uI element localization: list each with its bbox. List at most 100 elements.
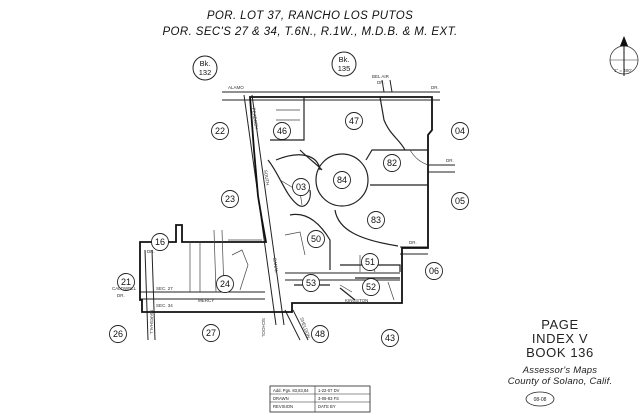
parcel-number: 43 xyxy=(385,333,395,343)
road-edge xyxy=(292,309,309,341)
parcel-circle xyxy=(221,190,239,208)
parcel-circle xyxy=(361,253,379,271)
street-label: DR. xyxy=(117,293,125,298)
street-label: ALAMO xyxy=(228,85,244,90)
street-label: BEL AIR xyxy=(372,74,390,79)
parcel-number: 84 xyxy=(337,175,347,185)
street-label: DR. xyxy=(377,80,385,85)
parcel-circle xyxy=(383,154,401,172)
parcel-number: 52 xyxy=(366,282,376,292)
road-edge xyxy=(284,309,301,341)
street-label: SCHOOL xyxy=(261,318,266,338)
revision-table: Add. Pgs. 83,83,84 1-22-07 DV DRAWN 3-05… xyxy=(269,385,371,413)
parcel-number: 26 xyxy=(113,329,123,339)
revision-cell: REVISION xyxy=(273,404,293,409)
street-label: PEABODY xyxy=(251,107,259,129)
parcel-number: 53 xyxy=(306,278,316,288)
street-label: SEC. 27 xyxy=(156,286,173,291)
road-edge xyxy=(251,94,285,326)
index-label: INDEX V xyxy=(531,331,589,346)
parcel-number: 24 xyxy=(220,279,230,289)
lot-line xyxy=(284,231,306,256)
parcel-number: 16 xyxy=(155,237,165,247)
parcel-number: 21 xyxy=(121,277,131,287)
parcel-circle xyxy=(451,122,469,140)
adjacent-book-number: 132 xyxy=(199,68,212,77)
parcel-circle xyxy=(333,171,351,189)
map-scale: 1" = 400' xyxy=(614,68,632,73)
parcel-circle xyxy=(211,122,229,140)
parcel-line xyxy=(379,96,406,151)
parcel-line xyxy=(289,213,331,270)
parcel-circle xyxy=(367,211,385,229)
road-edge xyxy=(381,79,385,93)
parcel-circle xyxy=(151,233,169,251)
road-edge xyxy=(389,79,393,93)
north-arrow-icon xyxy=(609,36,639,76)
parcel-circle xyxy=(109,325,127,343)
street-label: DR. xyxy=(409,240,417,245)
lot-line xyxy=(387,281,395,301)
map-title-line-2: POR. SEC'S 27 & 34, T.6N., R.1W., M.D.B.… xyxy=(162,26,458,38)
street-label: CANAL xyxy=(272,257,279,273)
county-label: County of Solano, Calif. xyxy=(507,376,613,387)
road-edge xyxy=(151,249,156,341)
lot-line xyxy=(213,229,217,293)
book-label: BOOK 136 xyxy=(526,345,594,360)
parcel-line xyxy=(334,209,399,247)
street-label: SEC. 34 xyxy=(156,303,173,308)
street-label: CALDWELL xyxy=(112,286,137,291)
page-code: 08-08 xyxy=(534,397,547,403)
parcel-circle xyxy=(311,325,329,343)
parcel-circle xyxy=(273,122,291,140)
parcel-number: 03 xyxy=(296,182,306,192)
page-label: PAGE xyxy=(541,317,579,332)
parcel-circle xyxy=(302,274,320,292)
parcel-number: 23 xyxy=(225,194,235,204)
parcel-number: 04 xyxy=(455,126,465,136)
parcel-number: 50 xyxy=(311,234,321,244)
parcel-line xyxy=(299,149,323,171)
parcel-circle xyxy=(117,273,135,291)
parcel-number: 48 xyxy=(315,329,325,339)
street-label: DR. xyxy=(147,249,155,254)
inside-parcels: 46 47 03 82 84 83 50 51 53 52 xyxy=(273,112,401,296)
street-label: DR. xyxy=(446,158,454,163)
street-label: MARSHALL xyxy=(149,310,154,335)
revision-cell: Add. Pgs. 83,83,84 xyxy=(273,388,309,393)
adjacent-book-132: Bk. 132 xyxy=(192,55,218,81)
street-label: DR. xyxy=(431,85,439,90)
parcel-number: 46 xyxy=(277,126,287,136)
page-code-badge: 08-08 xyxy=(525,391,555,407)
parcel-line xyxy=(267,159,311,207)
parcel-number: 51 xyxy=(365,257,375,267)
parcel-number: 83 xyxy=(371,215,381,225)
map-title-line-1: POR. LOT 37, RANCHO LOS PUTOS xyxy=(206,10,414,22)
parcel-circle xyxy=(362,278,380,296)
adjacent-book-number: 135 xyxy=(338,64,351,73)
lot-line xyxy=(339,284,353,293)
street-label: SOUTH xyxy=(263,169,270,185)
lot-line xyxy=(231,249,249,291)
parcel-line xyxy=(365,149,428,161)
revision-cell: 1-22-07 DV xyxy=(318,388,340,393)
parcel-number: 06 xyxy=(429,266,439,276)
parcel-number: 82 xyxy=(387,158,397,168)
parcel-circle xyxy=(451,192,469,210)
parcel-line xyxy=(339,287,356,301)
adjacent-book-label: Bk. xyxy=(339,55,350,64)
road-edge xyxy=(144,249,149,341)
parcel-circle xyxy=(381,329,399,347)
parcel-circle xyxy=(307,230,325,248)
revision-cell: DRAWN xyxy=(273,396,289,401)
cul-de-sac xyxy=(315,153,369,207)
street-label: SHELDON xyxy=(299,317,311,339)
adjacent-book-label: Bk. xyxy=(200,59,211,68)
parcel-number: 47 xyxy=(349,116,359,126)
assessor-label: Assessor's Maps xyxy=(522,365,598,376)
lot-line xyxy=(409,149,429,166)
parcel-circle xyxy=(345,112,363,130)
